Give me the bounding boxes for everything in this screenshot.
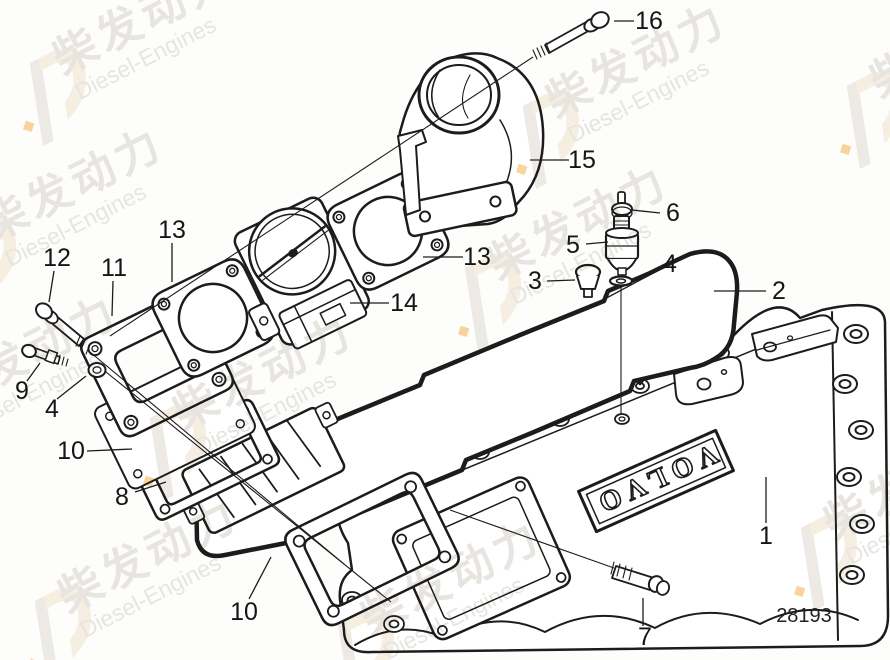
screw-9 — [21, 343, 69, 367]
washer-4-right — [608, 275, 634, 287]
callout-13: 13 — [463, 243, 491, 271]
drawing-number: 28193 — [776, 605, 832, 627]
callout-8: 8 — [115, 483, 129, 511]
callout-3: 3 — [528, 267, 542, 295]
plug-3 — [574, 263, 602, 298]
callout-15: 15 — [568, 146, 596, 174]
callout-7: 7 — [638, 623, 652, 651]
manifold-raised-boss — [751, 314, 839, 362]
callout-9: 9 — [15, 377, 29, 405]
bolt-16 — [532, 11, 610, 60]
callout-1: 1 — [759, 522, 773, 550]
leader-line-6 — [631, 209, 661, 214]
assembly-axis-lines — [89, 56, 622, 603]
washer-4-left — [87, 362, 107, 378]
callout-2: 2 — [772, 277, 786, 305]
callout-6: 6 — [666, 199, 680, 227]
bolt-7 — [610, 561, 671, 596]
leader-line-10 — [248, 556, 272, 600]
bolt-12 — [35, 302, 91, 355]
sensor-6 — [611, 191, 633, 231]
leader-line-9 — [26, 362, 41, 382]
turbo-elbow-15 — [397, 52, 545, 238]
leader-line-5 — [585, 241, 609, 245]
leader-line-10 — [86, 448, 133, 452]
callout-10: 10 — [57, 437, 85, 465]
manifold-sensor-boss — [614, 413, 630, 425]
callout-5: 5 — [566, 231, 580, 259]
leader-line-4 — [56, 375, 87, 400]
leader-line-11 — [111, 280, 114, 317]
intake-manifold-1: VOLVO — [336, 303, 890, 654]
callout-14: 14 — [390, 289, 418, 317]
leader-line-4 — [583, 269, 660, 311]
leader-line-12 — [48, 270, 55, 303]
sensor-5 — [604, 227, 640, 276]
callout-12: 12 — [43, 244, 71, 272]
callout-10: 10 — [230, 598, 258, 626]
manifold-end-lugs — [832, 324, 875, 585]
gasket-10-lower — [284, 471, 460, 627]
callout-16: 16 — [635, 7, 663, 35]
callout-4: 4 — [663, 250, 677, 278]
gasket-13-left — [151, 258, 275, 378]
callout-11: 11 — [101, 254, 127, 282]
callout-13: 13 — [158, 216, 186, 244]
callout-4: 4 — [45, 395, 59, 423]
leader-line-3 — [546, 279, 576, 282]
